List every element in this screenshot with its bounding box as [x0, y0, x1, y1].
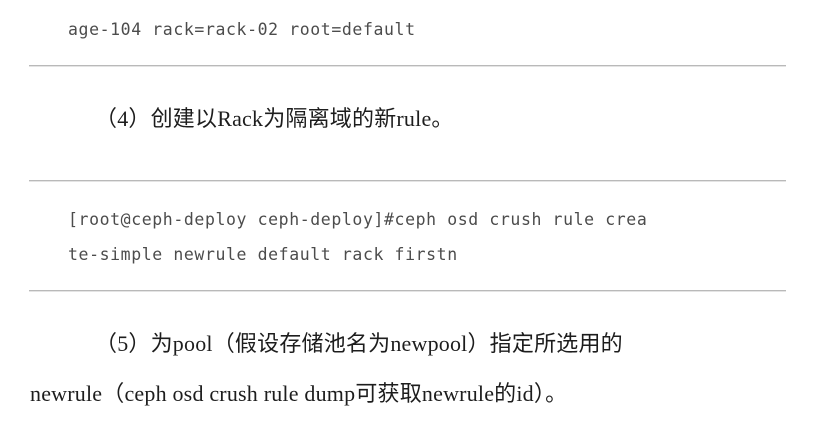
divider-rule-2: [29, 180, 786, 182]
divider-rule-1: [29, 65, 786, 67]
paragraph-step-5-line-2: newrule（ceph osd crush rule dump可获取newru…: [30, 381, 568, 406]
divider-rule-3: [29, 290, 786, 292]
code-line-osd-location: age-104 rack=rack-02 root=default: [68, 20, 416, 39]
code-line-crush-rule-create-part1: [root@ceph-deploy ceph-deploy]#ceph osd …: [68, 210, 648, 229]
paragraph-step-5-line-1: （5）为pool（假设存储池名为newpool）指定所选用的: [95, 331, 623, 356]
heading-step-4: （4）创建以Rack为隔离域的新rule。: [95, 106, 454, 131]
code-line-crush-rule-create-part2: te-simple newrule default rack firstn: [68, 245, 458, 264]
